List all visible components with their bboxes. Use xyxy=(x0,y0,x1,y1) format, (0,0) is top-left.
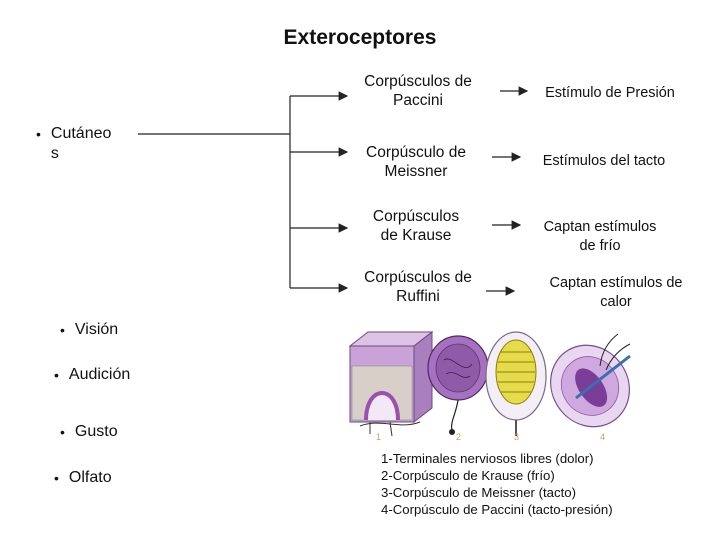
figure-number-4: 4 xyxy=(600,432,605,442)
caption-line: 2-Corpúsculo de Krause (frío) xyxy=(381,468,555,483)
sense-audicion: •Audición xyxy=(54,366,131,383)
krause-bulb-image xyxy=(427,335,489,435)
free-nerve-endings-image xyxy=(348,330,434,437)
figure-number-1: 1 xyxy=(376,432,381,442)
meissner-corpuscle-image xyxy=(485,331,547,436)
figure-number-3: 3 xyxy=(514,432,519,442)
desc-paccini: Estímulo de Presión xyxy=(545,85,675,101)
caption-line: 1-Terminales nerviosos libres (dolor) xyxy=(381,451,594,466)
sense-olfato: •Olfato xyxy=(54,469,112,486)
figure-caption: 1-Terminales nerviosos libres (dolor) 2-… xyxy=(381,450,613,518)
desc-meissner: Estímulos del tacto xyxy=(542,153,666,169)
diagram-title: Exteroceptores xyxy=(283,26,437,49)
caption-line: 4-Corpúsculo de Paccini (tacto-presión) xyxy=(381,502,613,517)
receptors-illustration: 1 2 3 4 xyxy=(348,330,631,442)
paccini-corpuscle-image xyxy=(550,333,631,428)
sense-gusto: •Gusto xyxy=(60,423,118,440)
caption-line: 3-Corpúsculo de Meissner (tacto) xyxy=(381,485,576,500)
sense-vision: •Visión xyxy=(60,321,119,338)
figure-number-2: 2 xyxy=(456,432,461,442)
